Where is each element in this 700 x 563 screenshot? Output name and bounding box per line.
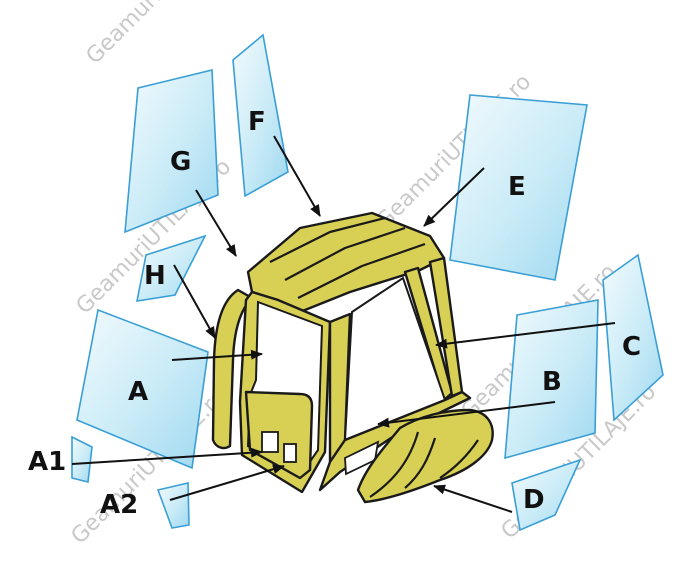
cab-lower-frame xyxy=(318,390,472,492)
glass-panel-g xyxy=(124,68,219,234)
arrow-c xyxy=(435,322,616,349)
label-a: A xyxy=(128,377,148,407)
arrow-a xyxy=(171,349,263,361)
arrow-b xyxy=(377,401,556,428)
cab-roof-rib xyxy=(269,216,386,263)
glass-panel-f xyxy=(232,33,289,198)
cab-hood-edge xyxy=(369,431,420,498)
label-g: G xyxy=(170,147,191,177)
glass-panel-h xyxy=(135,234,207,302)
cab-roof-rib xyxy=(284,226,406,281)
part-labels: G F H E A A1 A2 B C D xyxy=(28,107,641,520)
glass-panel-a xyxy=(76,308,209,470)
glass-panels xyxy=(71,33,664,532)
glass-panel-b xyxy=(504,299,599,460)
label-b: B xyxy=(542,367,562,397)
arrow-d xyxy=(433,484,513,513)
arrow-e xyxy=(423,167,485,227)
arrow-a1 xyxy=(71,447,263,465)
glass-panel-c xyxy=(602,253,664,422)
glass-panel-e xyxy=(449,94,588,281)
cab-hood-edge xyxy=(439,439,479,479)
glass-panel-a1 xyxy=(71,435,93,483)
watermark-text: GeamuriUTILAJE.ro xyxy=(82,0,247,69)
label-a1: A1 xyxy=(28,447,66,477)
pointer-arrows xyxy=(71,135,616,513)
cab-hood-edge xyxy=(404,437,437,489)
label-e: E xyxy=(508,172,526,202)
cab-rear-panel xyxy=(244,390,314,480)
label-c: C xyxy=(622,332,641,362)
label-d: D xyxy=(523,485,545,515)
label-a2: A2 xyxy=(100,490,138,520)
cab-roof-rib xyxy=(297,242,426,299)
cab-small-window-a2 xyxy=(283,443,297,463)
glass-panel-a2 xyxy=(156,481,190,529)
arrow-a2 xyxy=(169,464,285,501)
cab-small-window-a1 xyxy=(261,431,279,453)
cab-rear-frame xyxy=(211,288,254,450)
excavator-cab xyxy=(211,211,494,504)
label-h: H xyxy=(144,261,166,291)
arrow-g xyxy=(195,189,237,257)
label-f: F xyxy=(248,107,266,137)
arrow-h xyxy=(173,264,216,339)
arrow-f xyxy=(273,135,321,217)
glass-panel-d xyxy=(511,458,582,532)
